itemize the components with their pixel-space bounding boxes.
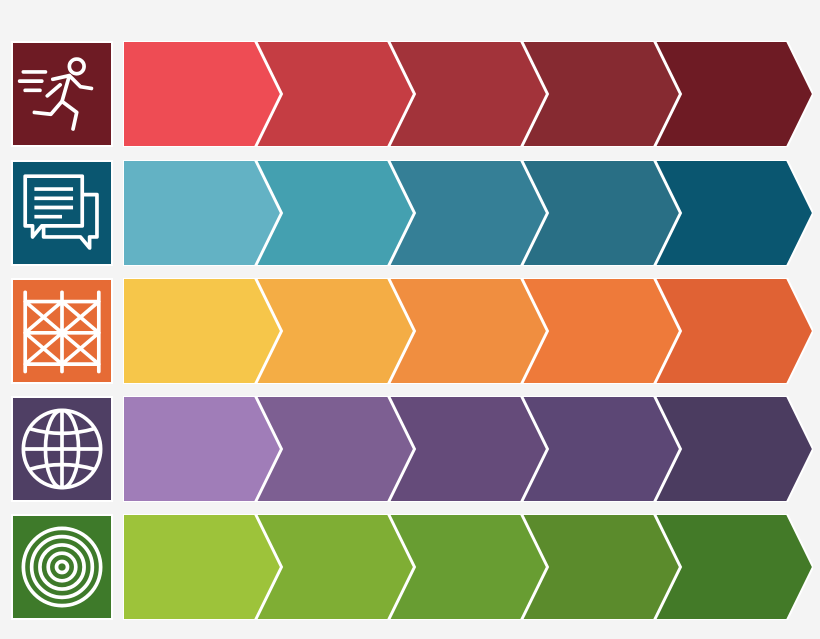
row-5-chevron-3 <box>387 514 549 620</box>
globe-icon <box>21 408 103 490</box>
row-1-chevron-4 <box>520 41 682 147</box>
row-2-icon-box <box>11 160 113 266</box>
row-5-chevron-5 <box>653 514 813 620</box>
row-1-chevron-3 <box>387 41 549 147</box>
process-row-5 <box>0 514 820 620</box>
row-4-chevron-1 <box>123 396 283 502</box>
row-5-chevron-1 <box>123 514 283 620</box>
process-row-4 <box>0 396 820 502</box>
row-2-chevron-3 <box>387 160 549 266</box>
row-3-icon-box <box>11 278 113 384</box>
row-5-chevron-2 <box>254 514 416 620</box>
row-3-chevron-4 <box>520 278 682 384</box>
row-2-chevron-1 <box>123 160 283 266</box>
row-1-icon-box <box>11 41 113 147</box>
row-5-chevron-4 <box>520 514 682 620</box>
row-4-chevron-3 <box>387 396 549 502</box>
row-2-chevron-5 <box>653 160 813 266</box>
row-3-chevron-5 <box>653 278 813 384</box>
running-person-icon <box>17 57 94 131</box>
row-3-chevron-1 <box>123 278 283 384</box>
row-2-chevron-4 <box>520 160 682 266</box>
row-5-chevrons <box>123 514 813 620</box>
target-icon <box>21 526 103 608</box>
row-4-chevron-2 <box>254 396 416 502</box>
row-3-chevron-2 <box>254 278 416 384</box>
row-3-chevrons <box>123 278 813 384</box>
row-2-chevron-2 <box>254 160 416 266</box>
scaffold-icon <box>23 290 101 374</box>
row-2-chevrons <box>123 160 813 266</box>
chat-bubbles-icon <box>23 174 99 250</box>
row-5-icon-box <box>11 514 113 620</box>
process-row-3 <box>0 278 820 384</box>
row-3-chevron-3 <box>387 278 549 384</box>
row-1-chevron-5 <box>653 41 813 147</box>
row-4-icon-box <box>11 396 113 502</box>
process-row-1 <box>0 41 820 147</box>
row-4-chevrons <box>123 396 813 502</box>
row-1-chevron-1 <box>123 41 283 147</box>
row-1-chevrons <box>123 41 813 147</box>
row-4-chevron-5 <box>653 396 813 502</box>
process-row-2 <box>0 160 820 266</box>
row-4-chevron-4 <box>520 396 682 502</box>
row-1-chevron-2 <box>254 41 416 147</box>
